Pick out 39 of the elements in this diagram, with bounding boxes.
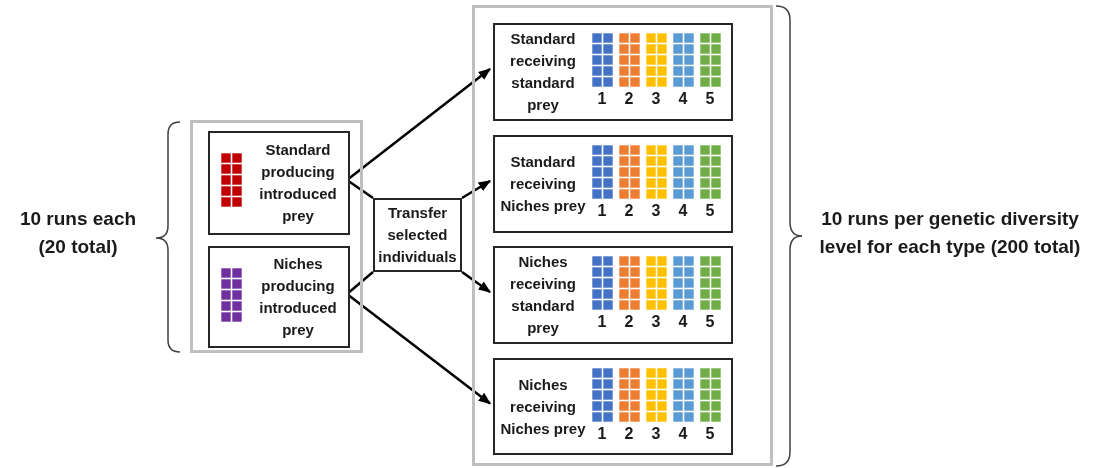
level-number: 5 bbox=[705, 201, 715, 221]
level-number: 4 bbox=[678, 89, 688, 109]
arrow bbox=[461, 271, 491, 293]
level-number: 3 bbox=[651, 312, 661, 332]
node-text: Niches producing introduced prey bbox=[258, 254, 338, 340]
population-box bbox=[493, 23, 733, 121]
level-number: 2 bbox=[624, 201, 634, 221]
level-number: 1 bbox=[597, 201, 607, 221]
run-count-label: 10 runs per genetic diversity level for each type (200 total) bbox=[818, 207, 1082, 259]
node-text: Niches receiving Niches prey bbox=[499, 374, 587, 439]
level-number: 2 bbox=[624, 312, 634, 332]
population-box bbox=[493, 246, 733, 344]
level-number: 2 bbox=[624, 424, 634, 444]
population-box bbox=[493, 135, 733, 233]
level-number: 4 bbox=[678, 312, 688, 332]
level-number: 1 bbox=[597, 89, 607, 109]
population-box bbox=[493, 358, 733, 455]
node-text: Standard producing introduced prey bbox=[258, 140, 338, 226]
group-frame bbox=[472, 5, 773, 466]
group-frame bbox=[190, 120, 363, 353]
population-box bbox=[208, 131, 350, 235]
level-number: 3 bbox=[651, 89, 661, 109]
arrow bbox=[461, 179, 492, 200]
level-number: 5 bbox=[705, 424, 715, 444]
level-number: 3 bbox=[651, 201, 661, 221]
level-number: 1 bbox=[597, 424, 607, 444]
level-number: 2 bbox=[624, 89, 634, 109]
population-box bbox=[208, 246, 350, 348]
node-text: Standard receiving standard prey bbox=[509, 29, 577, 115]
level-number: 4 bbox=[678, 201, 688, 221]
level-number: 3 bbox=[651, 424, 661, 444]
level-number: 4 bbox=[678, 424, 688, 444]
run-count-label: 10 runs each (20 total) bbox=[18, 207, 138, 259]
node-text: Standard receiving Niches prey bbox=[499, 152, 587, 216]
node-text: Niches receiving standard prey bbox=[509, 252, 577, 338]
level-number: 1 bbox=[597, 312, 607, 332]
level-number: 5 bbox=[705, 312, 715, 332]
level-number: 5 bbox=[705, 89, 715, 109]
node-text: Transfer selected individuals bbox=[377, 203, 458, 267]
